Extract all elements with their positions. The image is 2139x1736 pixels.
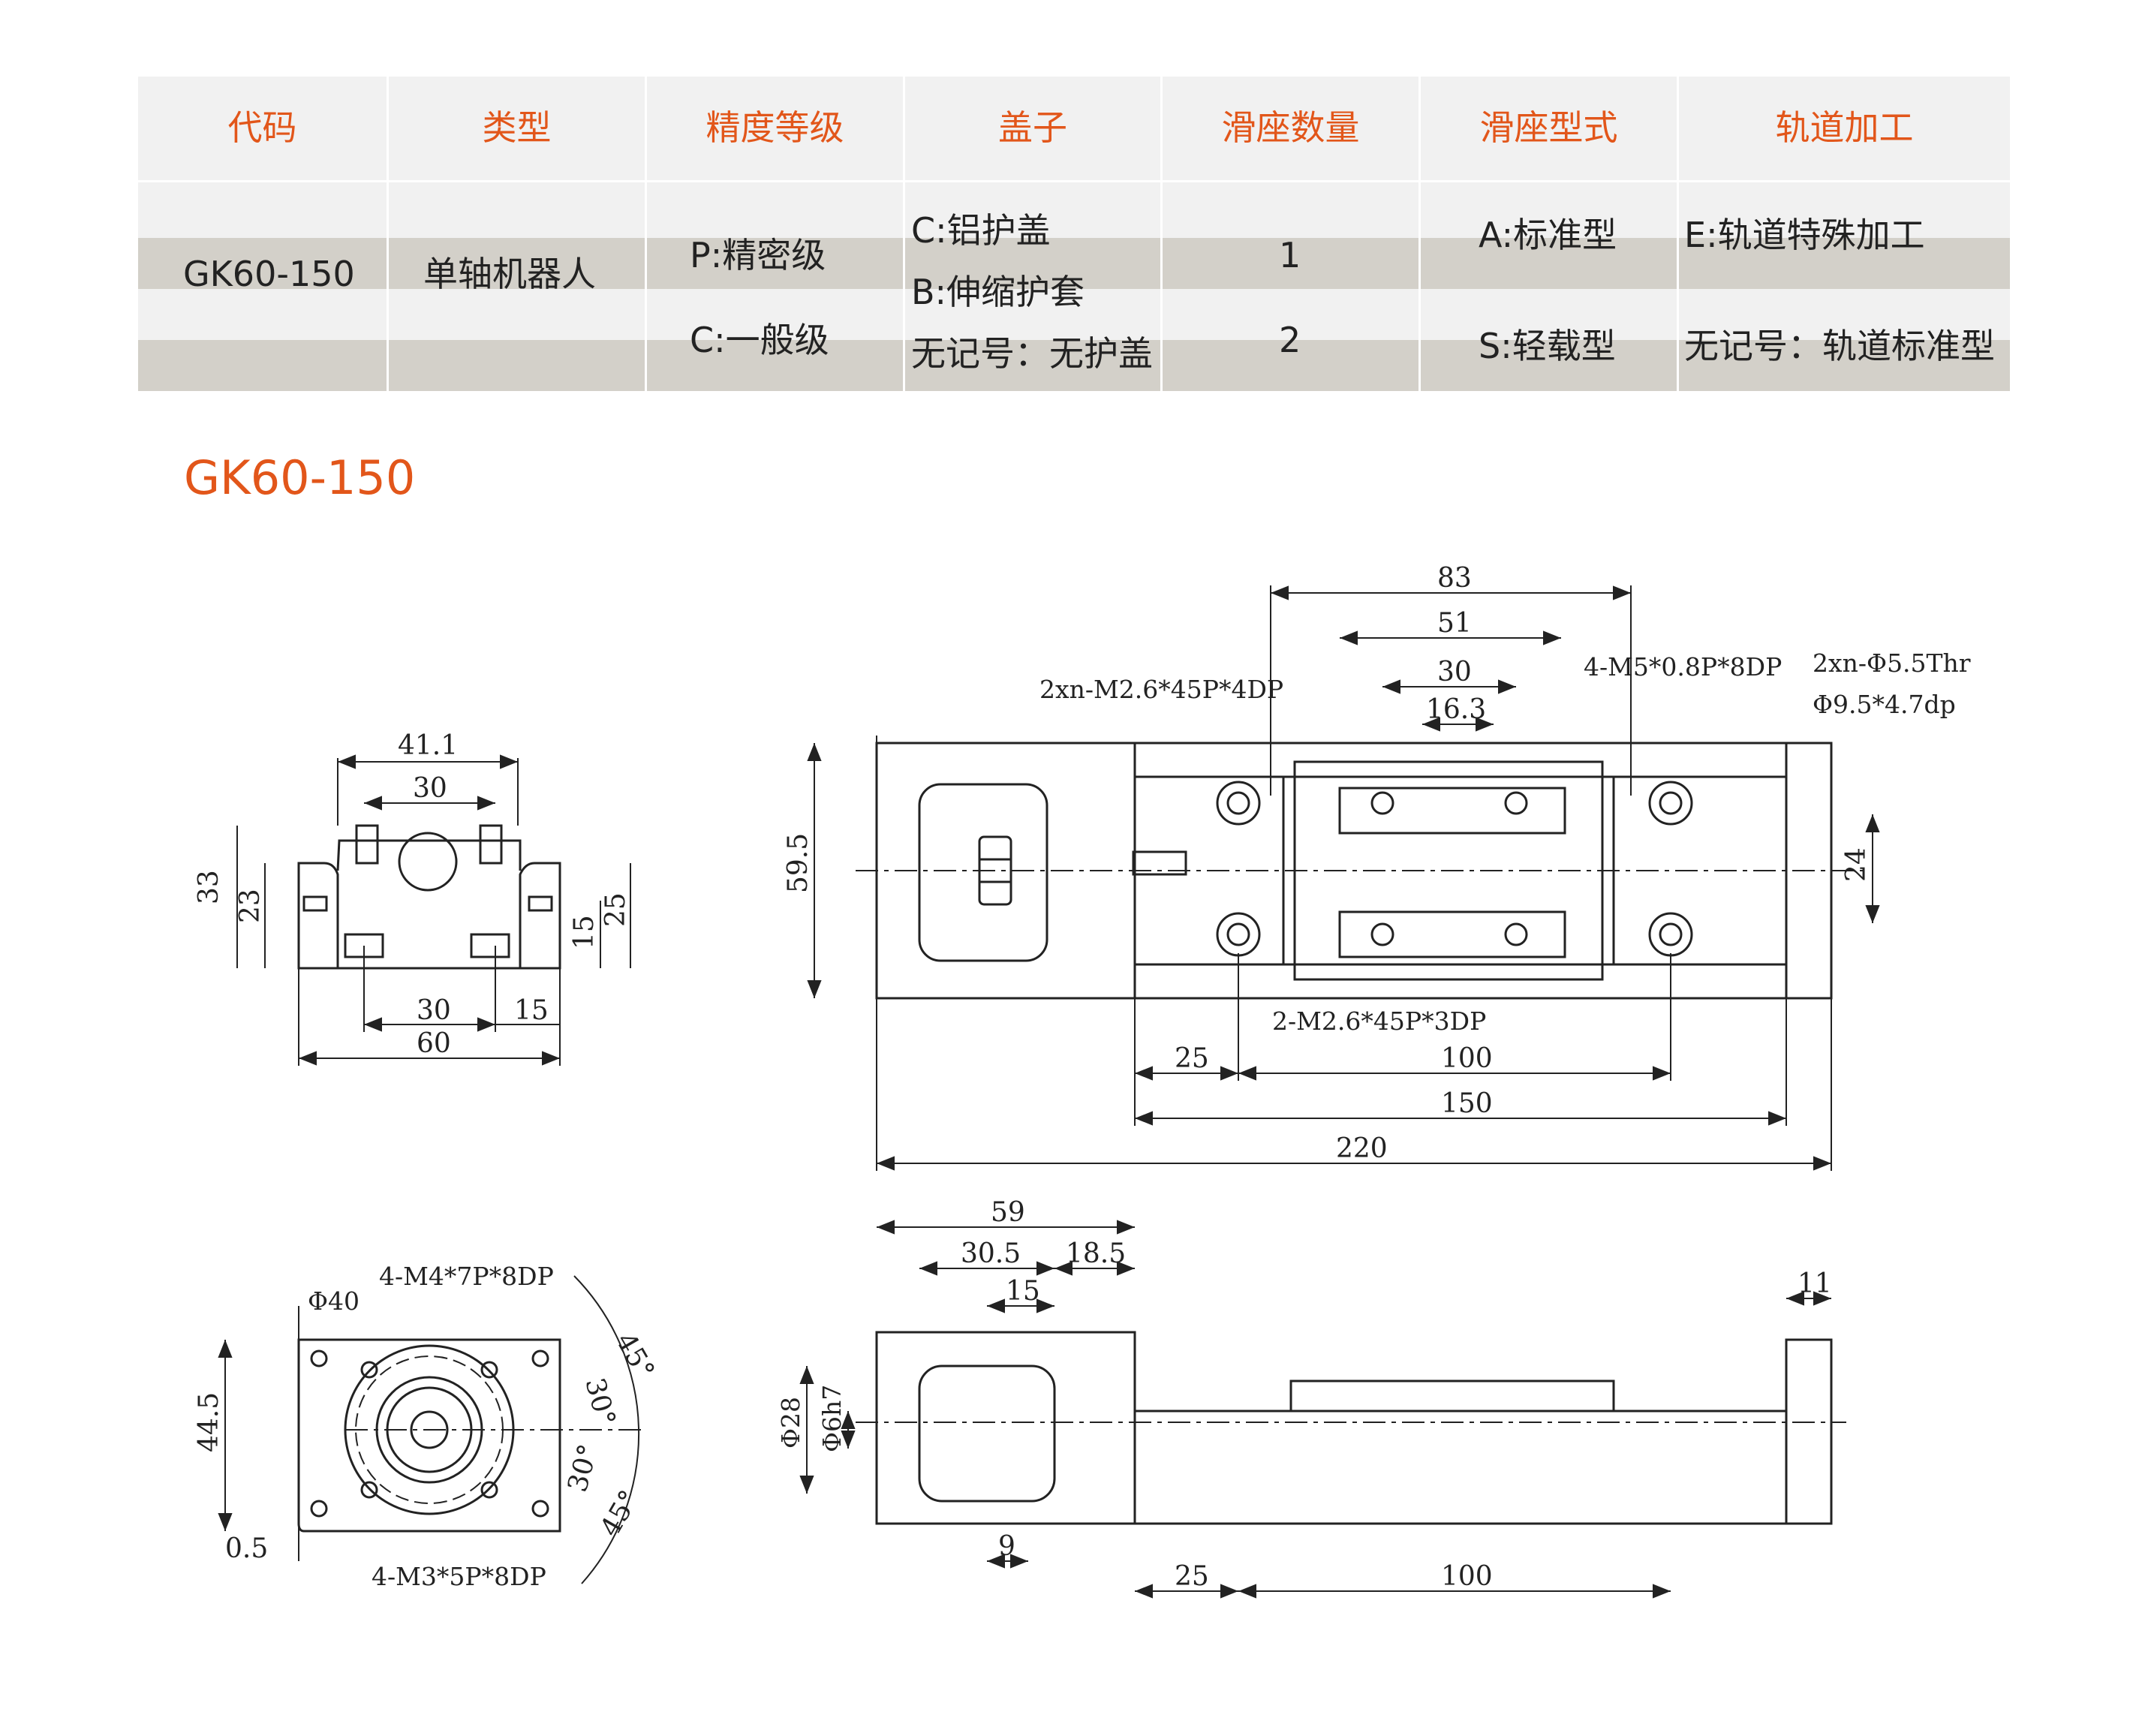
- dim-top-30: 30: [1437, 657, 1472, 687]
- dim-flange-0-5: 0.5: [225, 1533, 268, 1564]
- dim-top-150: 150: [1441, 1088, 1493, 1119]
- callout-flange-bottom: 4-M3*5P*8DP: [372, 1562, 546, 1591]
- dim-end-15: 15: [569, 915, 600, 949]
- drawing-title: GK60-150: [184, 450, 416, 505]
- callout-top-left: 2xn-M2.6*45P*4DP: [1039, 675, 1283, 704]
- cell-precision-c: C:一般级: [690, 320, 829, 360]
- header-slider-count: 滑座数量: [1221, 107, 1360, 148]
- callout-top-bottom: 2-M2.6*45P*3DP: [1272, 1006, 1486, 1036]
- dim-end-25: 25: [600, 892, 631, 927]
- callout-top-right-2: Φ9.5*4.7dp: [1813, 690, 1956, 719]
- dim-end-60: 60: [417, 1028, 451, 1059]
- cell-cover-none: 无记号：无护盖: [911, 333, 1153, 374]
- callout-side-dia-6h7: Φ6h7: [817, 1385, 847, 1452]
- dim-top-16-3: 16.3: [1426, 694, 1486, 725]
- dim-top-83: 83: [1437, 563, 1472, 594]
- dim-angle-30b: 30°: [562, 1441, 604, 1495]
- cell-slider-type-s: S:轻载型: [1479, 326, 1616, 366]
- dimension-labels: 41.1 30 33 23 15 25 30 15 60 83 51 30 16…: [194, 563, 1971, 1592]
- end-view: [236, 754, 631, 1066]
- spec-table: 代码 类型 精度等级 盖子 滑座数量 滑座型式 轨道加工 GK60-150 单轴…: [138, 77, 2010, 391]
- dim-side-11: 11: [1798, 1268, 1832, 1299]
- dim-top-51: 51: [1437, 608, 1472, 639]
- dim-flange-44-5: 44.5: [194, 1392, 224, 1452]
- dim-side-15: 15: [1006, 1276, 1040, 1307]
- dim-end-33: 33: [194, 870, 224, 904]
- dim-side-9: 9: [998, 1531, 1015, 1562]
- dim-angle-30a: 30°: [579, 1375, 621, 1429]
- header-code: 代码: [227, 107, 297, 148]
- cell-cover-c: C:铝护盖: [911, 210, 1051, 251]
- dim-top-25: 25: [1175, 1043, 1209, 1074]
- dim-end-15b: 15: [514, 995, 549, 1026]
- dim-side-59: 59: [991, 1197, 1025, 1228]
- callout-flange-dia: Φ40: [308, 1286, 360, 1316]
- top-view: [807, 585, 1880, 1171]
- cell-precision-p: P:精密级: [690, 235, 826, 275]
- cell-cover-b: B:伸缩护套: [911, 272, 1085, 312]
- flange-view: [218, 1275, 645, 1584]
- dim-side-100: 100: [1441, 1561, 1493, 1592]
- table-stripe: [138, 340, 2010, 391]
- table-stripe: [138, 182, 2010, 238]
- dim-end-23: 23: [235, 889, 266, 923]
- cell-code: GK60-150: [183, 254, 355, 294]
- cell-slider-type-a: A:标准型: [1479, 215, 1617, 255]
- side-view: [799, 1220, 1846, 1599]
- header-rail-processing: 轨道加工: [1775, 107, 1914, 148]
- dim-top-59-5: 59.5: [783, 833, 814, 893]
- dim-angle-45b: 45°: [594, 1485, 645, 1542]
- table-header-row: [138, 77, 2010, 182]
- cell-slider-count-1: 1: [1279, 235, 1301, 275]
- dim-side-30-5: 30.5: [961, 1238, 1021, 1269]
- cell-type: 单轴机器人: [423, 254, 596, 294]
- cell-slider-count-2: 2: [1279, 320, 1301, 360]
- header-cover: 盖子: [998, 107, 1067, 148]
- table-stripe: [138, 238, 2010, 289]
- dim-top-24: 24: [1841, 847, 1872, 882]
- dim-top-100: 100: [1441, 1043, 1493, 1074]
- dim-end-41-1: 41.1: [398, 730, 458, 761]
- callout-side-dia-28: Φ28: [776, 1397, 805, 1449]
- cell-rail-standard: 无记号：轨道标准型: [1684, 326, 1995, 366]
- header-precision: 精度等级: [705, 107, 844, 148]
- dim-end-30b: 30: [417, 995, 451, 1026]
- table-stripe: [138, 289, 2010, 340]
- callout-top-right-1: 2xn-Φ5.5Thr: [1813, 648, 1971, 678]
- dim-side-18-5: 18.5: [1066, 1238, 1126, 1269]
- header-type: 类型: [482, 107, 552, 148]
- dim-side-25: 25: [1175, 1561, 1209, 1592]
- dim-top-220: 220: [1336, 1133, 1388, 1164]
- dim-end-30: 30: [413, 773, 447, 804]
- callout-flange-top: 4-M4*7P*8DP: [379, 1262, 554, 1291]
- cell-rail-e: E:轨道特殊加工: [1684, 215, 1925, 255]
- callout-top-mid: 4-M5*0.8P*8DP: [1584, 652, 1782, 681]
- header-slider-type: 滑座型式: [1479, 107, 1618, 148]
